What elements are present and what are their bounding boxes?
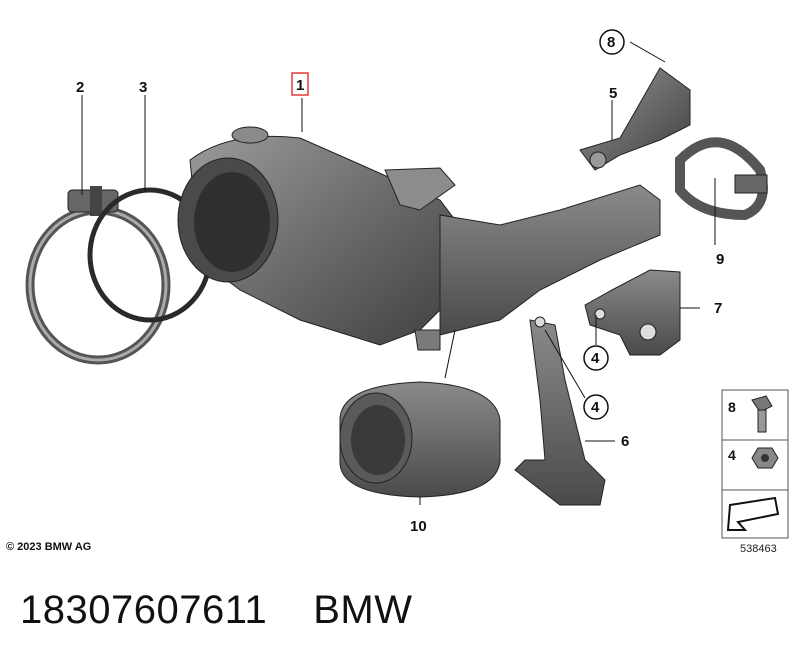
clamp-part-9 — [675, 137, 768, 221]
callout-3: 3 — [139, 79, 147, 96]
rubber-mount-part-7 — [584, 269, 681, 356]
part-number: 18307607611 — [20, 588, 268, 632]
callout-1-highlight-box — [291, 72, 309, 96]
callout-4b-circle — [583, 394, 609, 420]
bracket-part-5 — [579, 67, 691, 171]
arrow-icon — [726, 496, 780, 531]
callout-4b: 4 — [591, 399, 600, 416]
bracket-part-6 — [514, 316, 606, 506]
callout-8-circle — [599, 29, 625, 55]
callout-7: 7 — [714, 300, 722, 317]
bolt-icon — [751, 395, 773, 433]
brand-name: BMW — [313, 588, 413, 632]
copyright-notice: © 2023 BMW AG — [6, 541, 92, 553]
callout-5: 5 — [609, 85, 617, 102]
callout-1: 1 — [296, 77, 304, 94]
catalytic-converter-part — [177, 126, 661, 351]
flex-pipe-part — [339, 381, 501, 498]
diagram-number: 538463 — [740, 543, 777, 555]
callout-4a-circle — [583, 345, 609, 371]
exploded-parts-diagram: 2 3 1 8 5 9 7 4 4 6 10 8 4 — [25, 29, 789, 539]
legend-item-4-label: 4 — [728, 447, 736, 463]
callout-8: 8 — [607, 34, 615, 51]
clamp-ring-part — [25, 186, 171, 365]
callout-6: 6 — [621, 433, 629, 450]
nut-icon — [751, 447, 779, 469]
callout-2: 2 — [76, 79, 84, 96]
callout-10: 10 — [410, 518, 427, 535]
callout-9: 9 — [716, 251, 724, 268]
callout-4a: 4 — [591, 350, 600, 367]
legend-item-8-label: 8 — [728, 399, 736, 415]
part-caption: 18307607611 BMW — [20, 588, 459, 633]
leader-lines — [81, 41, 716, 505]
fastener-legend: 8 4 — [721, 389, 789, 539]
